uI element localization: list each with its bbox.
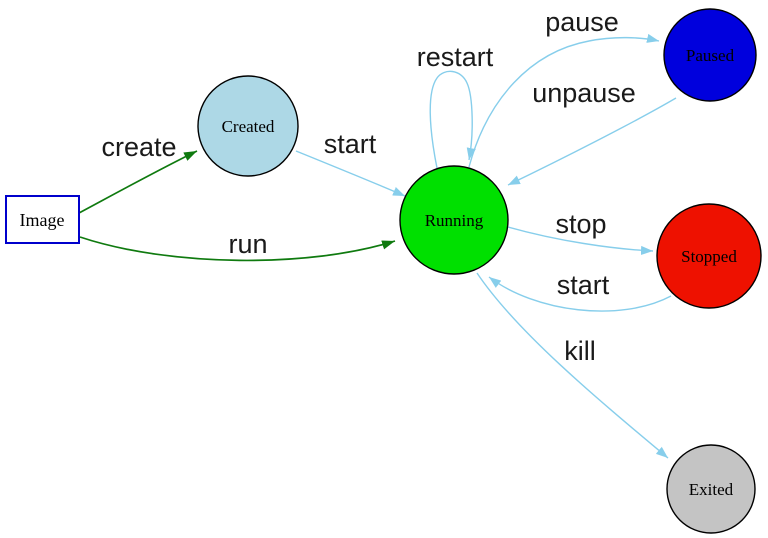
edge-kill — [476, 272, 669, 459]
edge-label-run: run — [228, 229, 267, 259]
running-node-label: Running — [425, 211, 484, 230]
node-stopped: Stopped — [656, 203, 762, 309]
edge-pause — [468, 33, 660, 168]
edge-label-start-stopped: start — [557, 270, 610, 300]
image-node-box — [5, 195, 80, 244]
edge-label-stop: stop — [555, 209, 606, 239]
edge-create — [78, 150, 198, 214]
exited-node-circle — [666, 444, 756, 534]
edge-start-created-running — [295, 150, 406, 197]
edge-label-unpause: unpause — [532, 78, 636, 108]
edge-unpause — [507, 97, 677, 186]
edge-run — [79, 236, 396, 262]
edge-restart-self-loop — [429, 70, 476, 169]
edge-label-restart: restart — [417, 42, 494, 72]
image-node-label: Image — [20, 210, 65, 230]
stopped-node-label: Stopped — [681, 247, 737, 266]
exited-node-label: Exited — [689, 480, 734, 499]
edge-label-pause: pause — [545, 7, 619, 37]
edge-label-create: create — [101, 132, 176, 162]
running-node-circle — [399, 165, 509, 275]
node-paused: Paused — [663, 8, 757, 102]
edge-label-start-created: start — [324, 129, 377, 159]
node-running: Running — [399, 165, 509, 275]
paused-node-circle — [663, 8, 757, 102]
created-node-circle — [197, 75, 299, 177]
node-created: Created — [197, 75, 299, 177]
created-node-label: Created — [222, 117, 275, 136]
edges-layer — [78, 33, 677, 459]
edge-labels-layer: create run start restart pause unpause s… — [101, 7, 635, 366]
edge-start-stopped-running — [488, 276, 672, 312]
stopped-node-circle — [656, 203, 762, 309]
node-image: Image — [5, 195, 80, 244]
node-exited: Exited — [666, 444, 756, 534]
paused-node-label: Paused — [686, 46, 735, 65]
edge-stop — [507, 226, 654, 256]
edge-label-kill: kill — [564, 336, 596, 366]
